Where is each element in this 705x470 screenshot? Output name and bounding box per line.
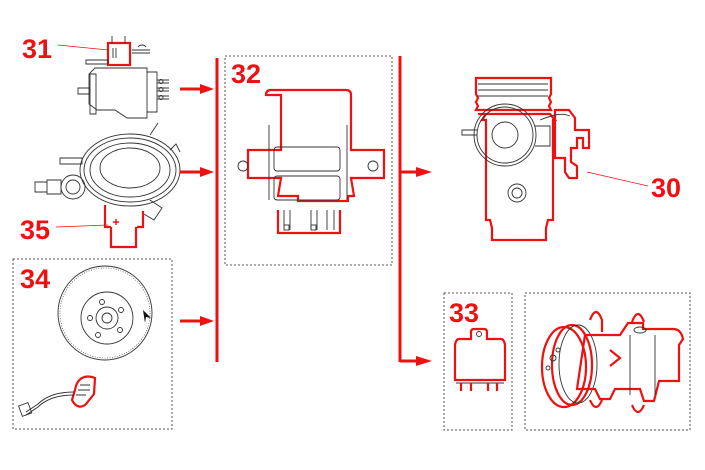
frame-34 <box>12 258 173 430</box>
relay-housing <box>453 327 507 382</box>
sensor-opening <box>99 147 161 189</box>
control-unit-connector <box>276 210 342 235</box>
component-34-flywheel-sensor: 34 <box>12 258 173 430</box>
frame-compressor <box>524 292 691 431</box>
pump-sensor <box>106 41 132 67</box>
leader-line-31 <box>57 44 109 51</box>
throttle-inlet-thread <box>474 76 553 112</box>
label-32: 32 <box>231 59 261 89</box>
arrow-35-to-32 <box>200 167 214 177</box>
leader-line-35 <box>55 224 109 228</box>
arrow-32-to-33 <box>416 356 432 366</box>
label-plate-top <box>273 146 341 172</box>
input-bus <box>180 58 219 362</box>
crank-sensor <box>70 375 97 408</box>
leader-line-30 <box>586 171 649 187</box>
compressor-body <box>575 321 685 403</box>
frame-33 <box>443 292 513 431</box>
component-33-relay: 33 <box>443 292 513 431</box>
component-31-injection-pump: 31 <box>22 34 169 119</box>
label-31: 31 <box>22 34 52 64</box>
label-30: 30 <box>651 173 681 203</box>
arrow-31-to-32 <box>200 84 214 94</box>
output-bus <box>398 56 432 366</box>
arrow-34-to-32 <box>200 316 214 326</box>
component-32-control-unit: 32 <box>224 55 393 266</box>
label-33: 33 <box>449 298 479 328</box>
egr-valve <box>553 108 591 180</box>
rotation-arrow-icon <box>143 310 151 323</box>
throttle-body-outline <box>478 112 558 242</box>
label-35: 35 <box>20 215 50 245</box>
sensor-connector <box>103 205 145 229</box>
component-30-throttle-body: 30 <box>461 76 681 242</box>
label-34: 34 <box>20 264 50 294</box>
component-ac-compressor <box>524 292 691 431</box>
flywheel <box>57 265 153 361</box>
control-unit-outline <box>246 88 386 203</box>
arrow-32-to-30 <box>416 167 432 177</box>
label-plate-bottom <box>273 175 341 201</box>
pump-body <box>88 67 148 119</box>
component-35-pedal-sensor: 35 <box>20 122 181 249</box>
